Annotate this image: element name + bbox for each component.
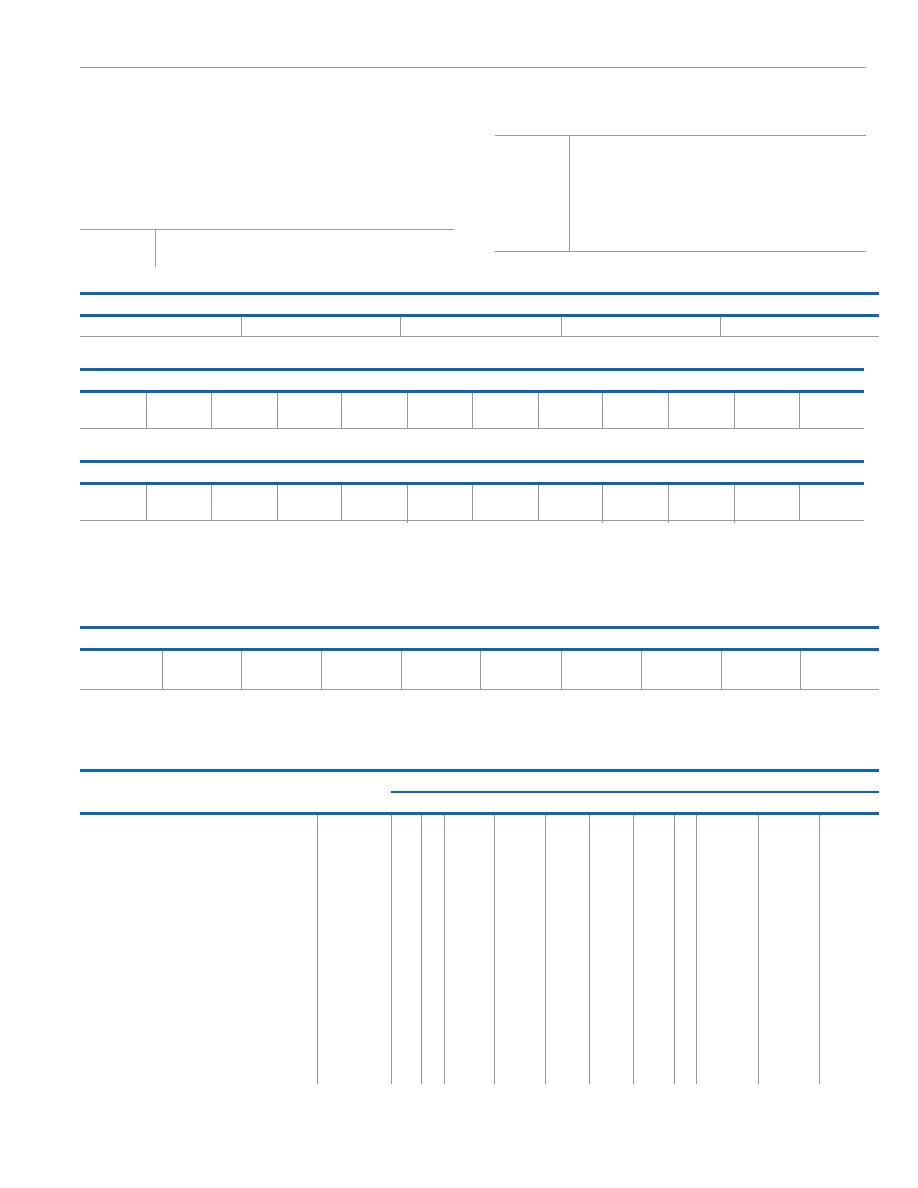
table-5-col-divider (421, 815, 422, 1084)
table-2-col-divider (799, 393, 800, 428)
table-4-col-divider (641, 651, 642, 689)
left-box-top-rule (80, 229, 454, 230)
table-1-col-divider (400, 317, 401, 336)
table-2-header-rule (80, 390, 864, 393)
table-4-col-divider (401, 651, 402, 689)
table-1-col-divider (561, 317, 562, 336)
table-4-top-rule (80, 626, 879, 629)
table-3-col-divider (472, 485, 473, 520)
left-box-divider (155, 229, 156, 267)
header-rule (80, 67, 866, 68)
table-1-header-rule (80, 314, 879, 317)
table-2-col-divider (734, 393, 735, 428)
table-5-col-divider (545, 815, 546, 1084)
right-box-top-rule (495, 135, 866, 136)
table-3-col-divider (734, 485, 735, 523)
table-1-col-divider (241, 317, 242, 336)
table-4-col-divider (321, 651, 322, 689)
table-3-header-rule (80, 482, 864, 485)
table-2-bottom-rule (80, 428, 864, 429)
table-5-col-divider (391, 815, 392, 1084)
table-5-col-divider (494, 815, 495, 1084)
table-5-col-divider (819, 815, 820, 1084)
table-3-col-divider (407, 485, 408, 523)
table-1-top-rule (80, 292, 879, 295)
table-5-col-divider (444, 815, 445, 1084)
table-4-col-divider (561, 651, 562, 689)
table-2-col-divider (472, 393, 473, 428)
table-5-group-header-rule (391, 791, 879, 793)
table-3-col-divider (341, 485, 342, 520)
table-3-top-rule (80, 460, 864, 463)
table-3-col-divider (668, 485, 669, 523)
table-4-col-divider (800, 651, 801, 689)
table-5-top-rule (80, 769, 879, 772)
table-5-col-divider (696, 815, 697, 1084)
table-5-col-divider (758, 815, 759, 1084)
table-5-header-rule (80, 812, 879, 815)
table-4-col-divider (480, 651, 481, 689)
table-5-col-divider (317, 815, 318, 1084)
table-4-header-rule (80, 648, 879, 651)
table-4-col-divider (162, 651, 163, 689)
table-3-col-divider (277, 485, 278, 520)
table-2-col-divider (602, 393, 603, 428)
table-3-col-divider (146, 485, 147, 520)
table-1-bottom-rule (80, 336, 879, 337)
right-box-divider (569, 135, 570, 251)
table-2-col-divider (146, 393, 147, 428)
table-4-bottom-rule (80, 689, 879, 690)
table-3-col-divider (602, 485, 603, 523)
table-4-col-divider (241, 651, 242, 689)
table-3-col-divider (211, 485, 212, 520)
table-4-col-divider (721, 651, 722, 689)
table-3-col-divider (799, 485, 800, 520)
table-2-top-rule (80, 368, 864, 371)
table-1-col-divider (720, 317, 721, 336)
table-5-col-divider (633, 815, 634, 1084)
table-2-col-divider (668, 393, 669, 428)
table-3-bottom-rule (80, 520, 864, 521)
table-5-col-divider (674, 815, 675, 1084)
right-box-bottom-rule (495, 251, 866, 252)
table-3-col-divider (538, 485, 539, 520)
table-5-col-divider (589, 815, 590, 1084)
table-2-col-divider (407, 393, 408, 428)
table-2-col-divider (341, 393, 342, 428)
table-2-col-divider (538, 393, 539, 428)
table-2-col-divider (277, 393, 278, 428)
table-2-col-divider (211, 393, 212, 428)
